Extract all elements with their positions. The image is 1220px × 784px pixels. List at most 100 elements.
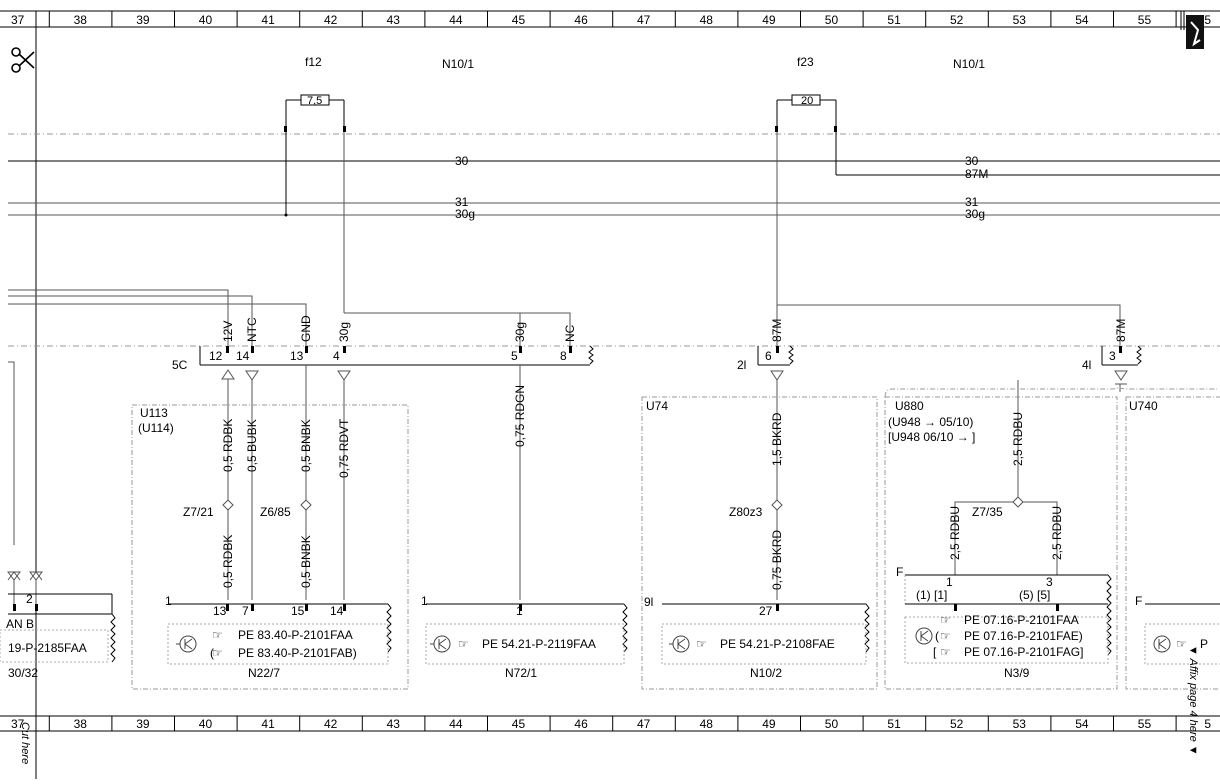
box-u880-title: U880 [895,399,924,413]
module-n22-pin-row: 1 [165,594,172,608]
wire-05-bnbk: 0,5 BNBK [299,419,313,472]
connector-9l-label: 9l [644,595,653,609]
page-mark-icon [1186,15,1204,49]
wire-25-rdbu-left: 2,5 RDBU [948,506,962,560]
pe-ref-n22-2: PE 83.40-P-2101FAB) [238,646,357,660]
pe-ref-n3-3-open: [ [933,645,937,659]
ruler-number: 47 [637,13,651,27]
pin-12: 12 [209,349,223,363]
signal-gnd: GND [299,315,313,342]
bus-30-label-a: 30 [455,154,469,168]
pin-1-brackets: (1) [1] [916,588,947,602]
fuse-f23 [775,94,837,346]
ruler-number: 42 [324,717,338,731]
signal-nc: NC [563,324,577,342]
ruler-number: 41 [261,13,275,27]
signal-30g-b: 30g [513,322,527,342]
wire-05-rdbk-lower: 0,5 RDBK [221,535,235,588]
pe-ref-n3-2: PE 07.16-P-2101FAE) [964,629,1083,643]
wire-05-bnbk-lower: 0,5 BNBK [299,535,313,588]
box-u880-line3: [U948 06/10 → ] [888,430,975,444]
ruler-number: 46 [574,717,588,731]
cut-note: Cut here [19,722,31,764]
pe-ref-n3-1: PE 07.16-P-2101FAA [964,613,1079,627]
wire-25-rdbu-right: 2,5 RDBU [1050,506,1064,560]
module-n72-1 [425,603,628,665]
module-n3-flag: F [896,565,903,579]
pin-1-n3: 1 [946,575,953,589]
ruler-number: 43 [387,13,401,27]
left-module-pin-2: 2 [26,592,33,606]
module-n3-9 [904,574,1112,664]
fuse-f12-value: 7,5 [307,95,322,107]
left-module-label: 30/32 [8,666,38,680]
ruler-number: 55 [1138,717,1152,731]
ruler-number: 40 [199,717,213,731]
bus-31-label-b: 31 [965,195,979,209]
pin-4: 4 [333,349,340,363]
bus-30g-label-b: 30g [965,207,985,221]
ruler-number: 44 [449,717,463,731]
ruler-number: 5 [1204,13,1211,27]
bus-30g-label-a: 30g [455,207,475,221]
box-u880-top [884,386,1217,398]
hand-icon: ☞ [940,613,951,627]
n10-1-label-a: N10/1 [442,57,474,71]
ruler-number: 37 [11,717,25,731]
transistor-icons [176,627,1171,653]
module-left [0,593,116,663]
signal-30g-a: 30g [337,322,351,342]
ruler-number: 45 [512,13,526,27]
module-right [1144,603,1220,665]
pin-8: 8 [560,349,567,363]
wire-075-bkrd: 0,75 BKRD [770,530,784,590]
connector-2l [757,345,794,366]
box-u74-title: U74 [646,399,668,413]
splice-points [222,496,1024,511]
ruler-number: 41 [261,717,275,731]
box-u74 [641,396,878,690]
connector-5c [199,345,594,366]
splice-z7-35: Z7/35 [972,505,1003,519]
ruler-number: 55 [1138,13,1152,27]
pin-15-lower: 15 [291,604,305,618]
pe-ref-n72: PE 54.21-P-2119FAA [482,637,596,651]
pin-1-n72: 1 [516,604,523,618]
ruler-number: 49 [762,717,776,731]
ruler-number: 49 [762,13,776,27]
bus-87m-label-b: 87M [965,167,988,181]
harness-wires [13,365,1121,604]
pin-27-n10: 27 [759,604,773,618]
bus-31-label-a: 31 [455,195,469,209]
hand-icon: ☞ [696,637,707,651]
bus-30-label-b: 30 [965,154,979,168]
ruler-number: 40 [199,13,213,27]
pe-ref-left: 19-P-2185FAA [8,641,87,655]
ruler-number: 53 [1013,13,1027,27]
fuse-f12 [284,94,346,313]
hand-icon: ☞ [940,645,951,659]
hand-icon: ☞ [212,646,223,660]
pe-ref-n22-1: PE 83.40-P-2101FAA [238,628,353,642]
ruler-number: 39 [136,13,150,27]
ruler-number: 38 [74,13,88,27]
signal-12v: 12V [221,321,235,342]
hand-pointer-icons: ☞ ☞ ☞ ☞ ☞ ☞ ☞ ☞ [212,613,1187,660]
pin-14-lower: 14 [330,604,344,618]
splice-z80z3: Z80z3 [729,505,763,519]
module-n3-9-label: N3/9 [1004,666,1030,680]
left-module-an: AN B [6,617,34,631]
ruler-number: 54 [1075,717,1089,731]
pin-6: 6 [765,349,772,363]
wire-075-rdgn: 0,75 RDGN [513,385,527,447]
pin-5: 5 [511,349,518,363]
ruler-number: 53 [1013,717,1027,731]
box-u880-line2: (U948 → 05/10) [888,415,973,429]
module-n72-1-label: N72/1 [505,666,537,680]
ruler-number: 51 [887,13,901,27]
ruler-number: 46 [574,13,588,27]
pin-5-brackets: (5) [5] [1019,588,1050,602]
box-u114-title: (U114) [138,421,174,435]
